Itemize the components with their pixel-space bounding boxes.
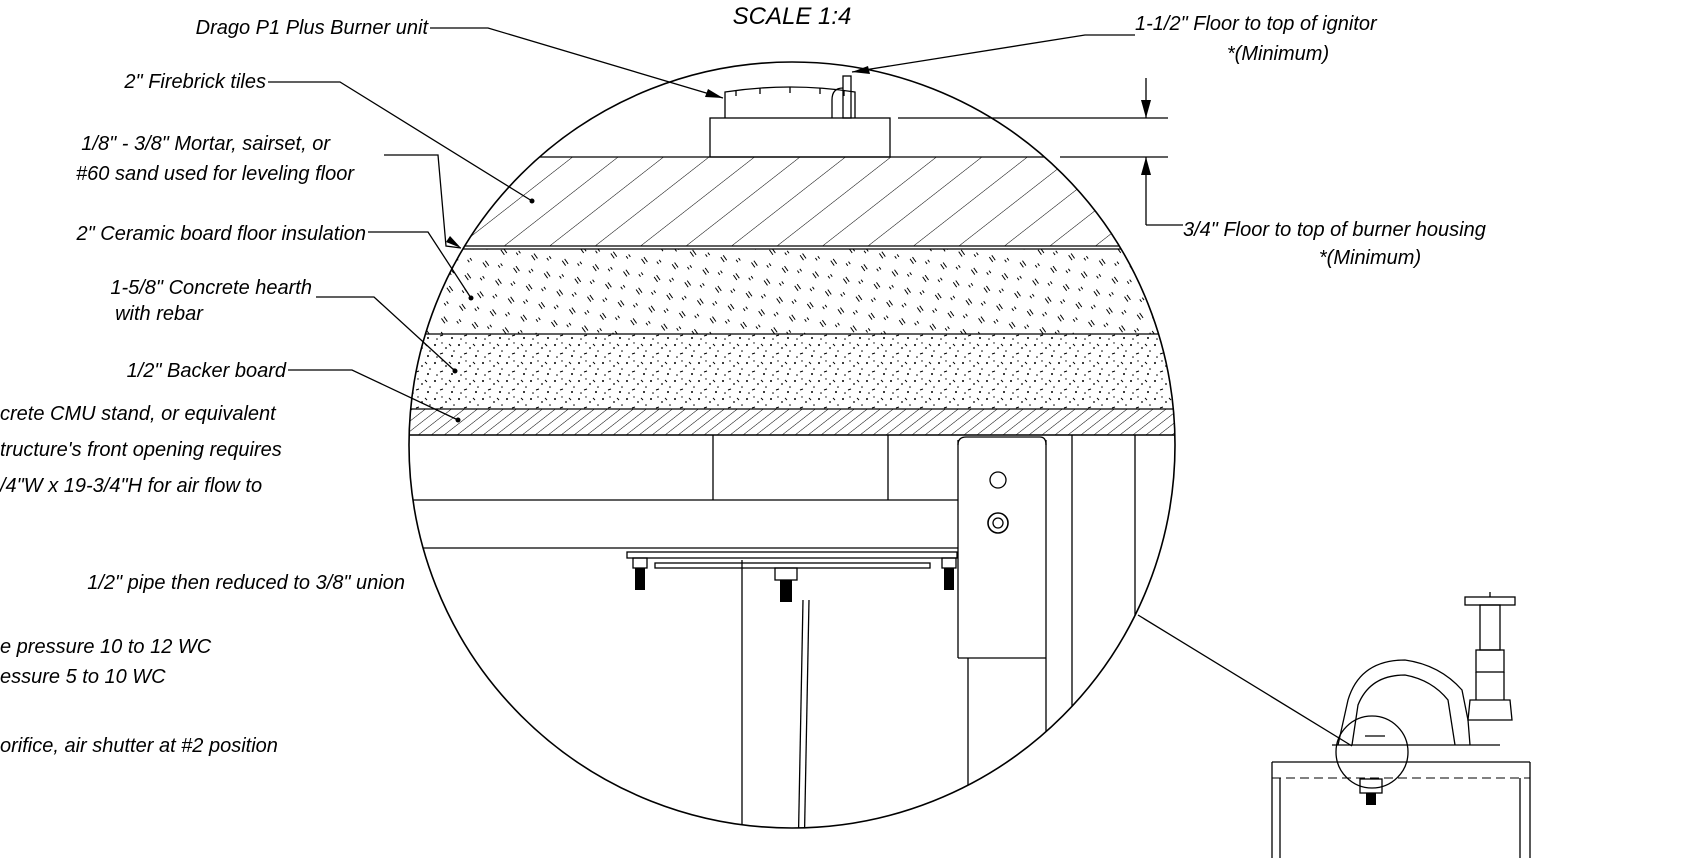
burner-unit bbox=[709, 75, 891, 158]
dimension-lines bbox=[898, 78, 1183, 226]
ceramic-layer bbox=[409, 249, 1175, 334]
firebrick-layer bbox=[409, 157, 1175, 246]
mortar-label-line2: #60 sand used for leveling floor bbox=[76, 163, 355, 185]
stand-label-line3: /4"W x 19-3/4"H for air flow to bbox=[0, 475, 262, 497]
oven-overview bbox=[1271, 592, 1531, 858]
stand-label-line2: tructure's front opening requires bbox=[0, 439, 282, 461]
pressure-label-line2: essure 5 to 10 WC bbox=[0, 666, 166, 688]
leader-lines bbox=[268, 27, 1353, 747]
stand-label-line1: crete CMU stand, or equivalent bbox=[0, 403, 277, 425]
backer-layer bbox=[409, 409, 1175, 435]
housing-label-line1: 3/4" Floor to top of burner housing bbox=[1183, 219, 1486, 241]
ignitor-label-line2: *(Minimum) bbox=[1227, 43, 1329, 65]
concrete-label-line2: with rebar bbox=[115, 303, 204, 325]
ceramic-label: 2" Ceramic board floor insulation bbox=[76, 223, 366, 245]
ignitor-label-line1: 1-1/2" Floor to top of ignitor bbox=[1135, 13, 1378, 35]
scale-title: SCALE 1:4 bbox=[733, 3, 852, 30]
pipe-label: 1/2" pipe then reduced to 3/8" union bbox=[87, 572, 405, 594]
backer-label: 1/2" Backer board bbox=[127, 360, 287, 382]
orifice-label: orifice, air shutter at #2 position bbox=[0, 735, 278, 757]
pressure-label-line1: e pressure 10 to 12 WC bbox=[0, 636, 212, 658]
housing-label-line2: *(Minimum) bbox=[1319, 247, 1421, 269]
detail-circle bbox=[408, 61, 1176, 829]
detail-circle-contents bbox=[409, 156, 1175, 828]
firebrick-label: 2" Firebrick tiles bbox=[123, 71, 266, 93]
burner-label: Drago P1 Plus Burner unit bbox=[196, 17, 430, 39]
concrete-label-line1: 1-5/8" Concrete hearth bbox=[110, 277, 312, 299]
concrete-layer bbox=[409, 334, 1175, 409]
mortar-label-line1: 1/8" - 3/8" Mortar, sairset, or bbox=[81, 133, 331, 155]
